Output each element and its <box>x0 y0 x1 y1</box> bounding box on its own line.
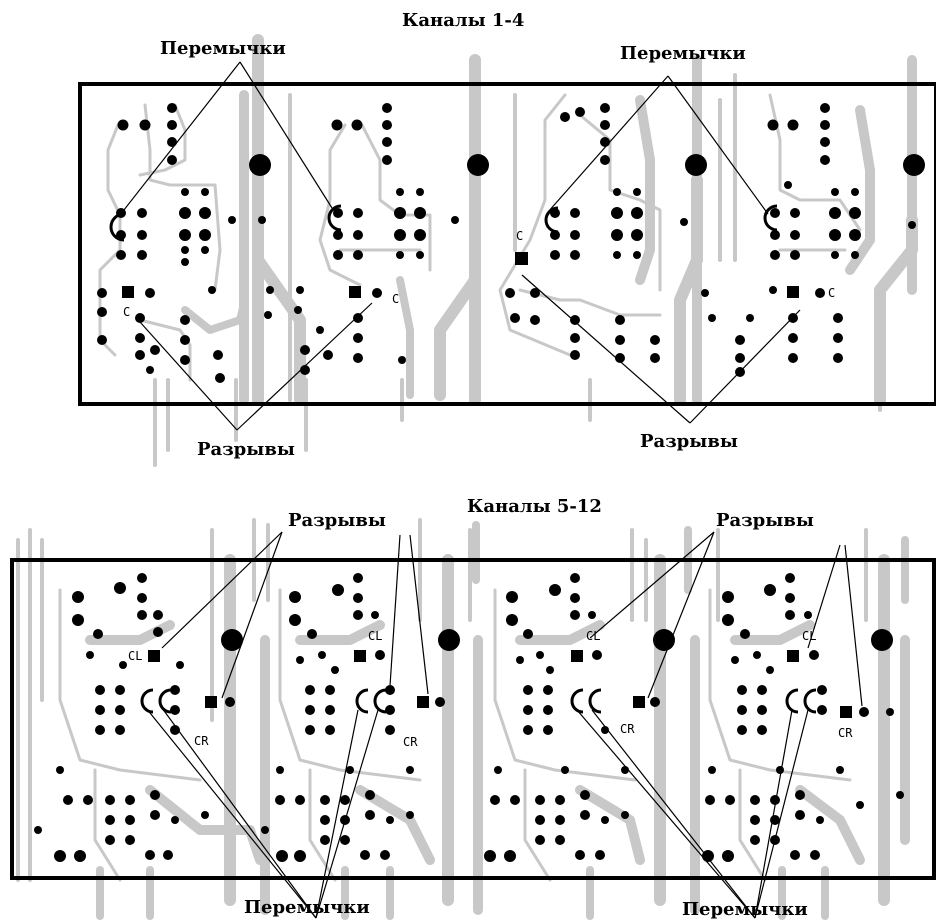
section2-leaders <box>145 531 863 919</box>
jumper-ch2 <box>327 204 342 232</box>
svg-text:CR: CR <box>838 726 853 740</box>
svg-text:C: C <box>123 305 130 319</box>
label-breaks-2a: Разрывы <box>288 510 386 531</box>
label-breaks-1b: Разрывы <box>640 431 738 452</box>
svg-text:CR: CR <box>620 722 635 736</box>
svg-text:C: C <box>516 229 523 243</box>
label-jumpers-1b: Перемычки <box>620 43 746 64</box>
section2-refs: CL CR CL CR CL CR CL CR <box>128 629 853 749</box>
section1-traces <box>98 34 918 467</box>
svg-text:CL: CL <box>128 649 142 663</box>
jumper-ch3 <box>544 206 559 234</box>
svg-text:CR: CR <box>403 735 418 749</box>
label-breaks-2b: Разрывы <box>716 510 814 531</box>
board-outline-1 <box>78 82 936 406</box>
svg-text:CR: CR <box>194 734 209 748</box>
section1-refs: C C C C <box>123 229 835 319</box>
section2-traces <box>16 518 910 920</box>
label-jumpers-2a: Перемычки <box>244 897 370 918</box>
label-jumpers-1a: Перемычки <box>160 38 286 59</box>
jumper-ch1 <box>109 212 125 242</box>
label-breaks-1a: Разрывы <box>197 439 295 460</box>
section1-pads <box>97 103 925 383</box>
label-jumpers-2b: Перемычки <box>682 899 808 920</box>
svg-text:CL: CL <box>802 629 816 643</box>
jumper-ch4 <box>763 204 778 232</box>
section1-leaders <box>119 61 801 431</box>
section2-pads <box>34 573 904 862</box>
board-outline-2 <box>10 558 936 880</box>
section1-title: Каналы 1-4 <box>402 10 524 31</box>
svg-text:C: C <box>828 286 835 300</box>
svg-text:CL: CL <box>368 629 382 643</box>
svg-text:C: C <box>392 292 399 306</box>
section2-title: Каналы 5-12 <box>467 496 602 517</box>
